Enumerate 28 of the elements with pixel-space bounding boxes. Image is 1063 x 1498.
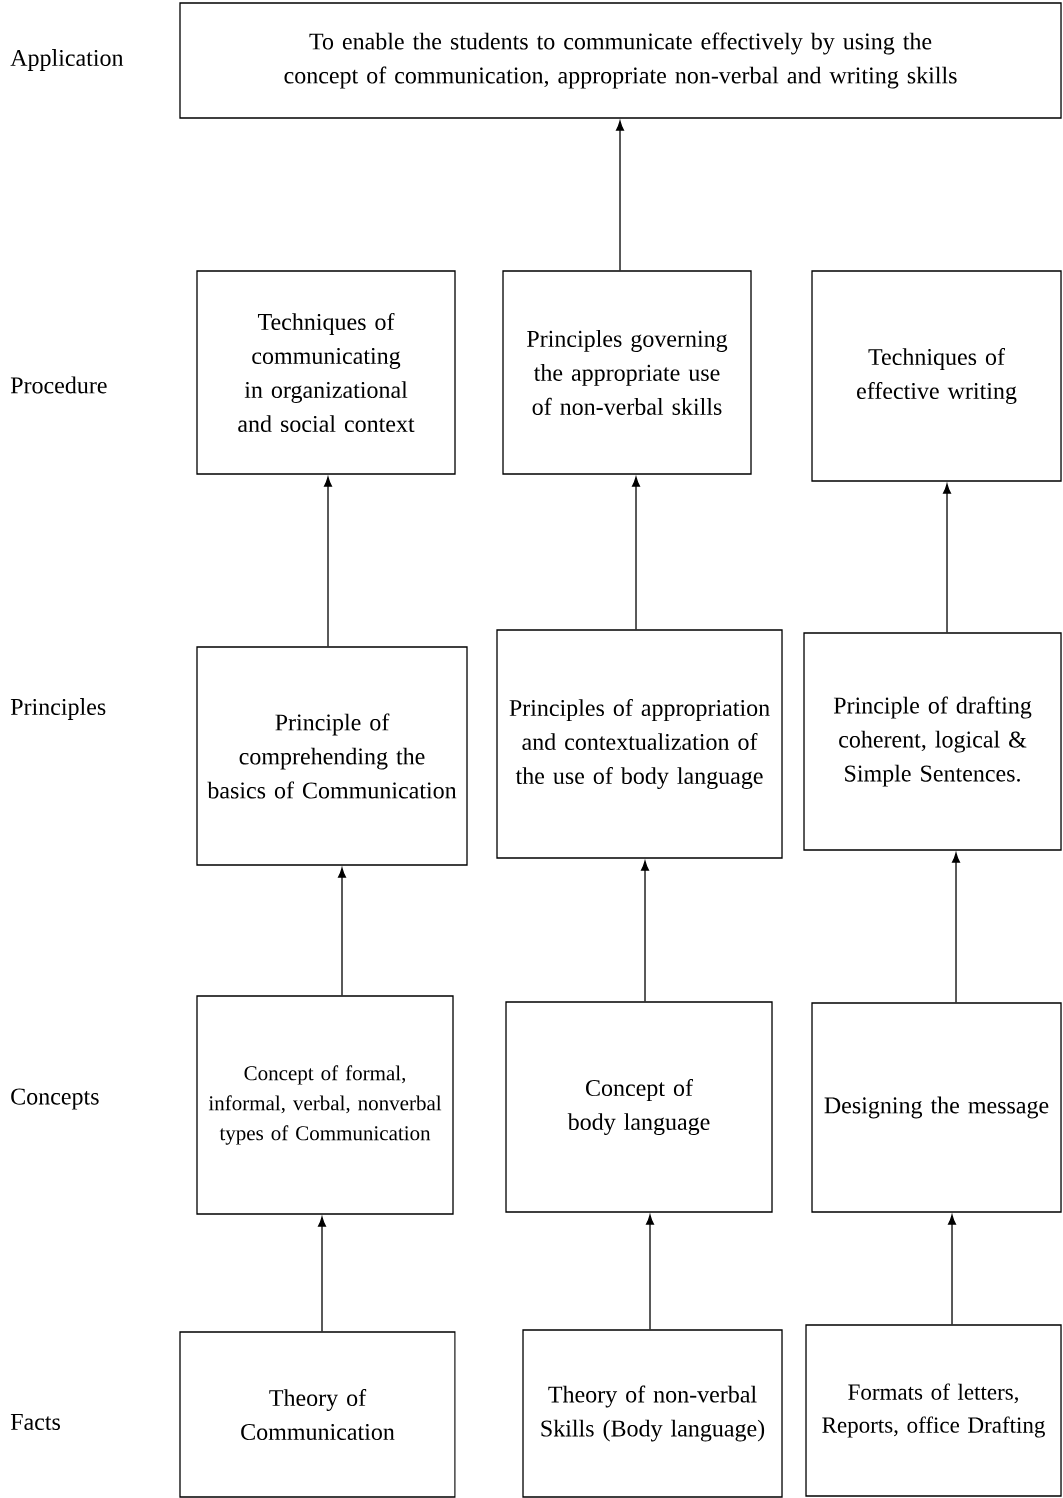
process-box: Principle of comprehending the basics of Communication [196, 646, 468, 866]
process-box: To enable the students to communicate effectively by using the concept of communication, appropriate non-verbal and writing skills [179, 2, 1062, 119]
row-label: Facts [10, 1414, 60, 1430]
process-box: Principles governing the appropriate use of non-verbal skills [502, 270, 752, 475]
arrow [338, 867, 346, 996]
arrow [943, 483, 952, 633]
arrow [318, 1216, 326, 1332]
row-label: Procedure [10, 376, 107, 394]
arrow [632, 476, 641, 630]
process-box: Techniques of effective writing [811, 270, 1062, 482]
arrow [641, 860, 649, 1002]
process-box: Concept of formal, informal, verbal, nonverbal types of Communication [196, 995, 454, 1215]
arrow [324, 476, 332, 647]
arrow [616, 120, 624, 271]
process-box: Formats of letters, Reports, office Drafting [805, 1324, 1062, 1497]
arrow [646, 1214, 655, 1330]
process-box: Principle of drafting coherent, logical & Simple Sentences. [803, 632, 1062, 851]
process-box: Concept of body language [505, 1001, 773, 1213]
row-label: Principles [10, 698, 106, 720]
row-label: Concepts [11, 1088, 99, 1110]
arrow [948, 1214, 957, 1325]
process-box: Techniques of communicating in organizational and social context [196, 270, 456, 475]
row-label: Application [10, 49, 124, 71]
process-box: Theory of non-verbal Skills (Body language) [522, 1329, 783, 1498]
process-box: Theory of Communication [179, 1331, 456, 1498]
arrow [952, 852, 961, 1003]
process-box: Designing the message [811, 1002, 1062, 1213]
process-box: Principles of appropriation and contextualization of the use of body language [496, 629, 783, 859]
